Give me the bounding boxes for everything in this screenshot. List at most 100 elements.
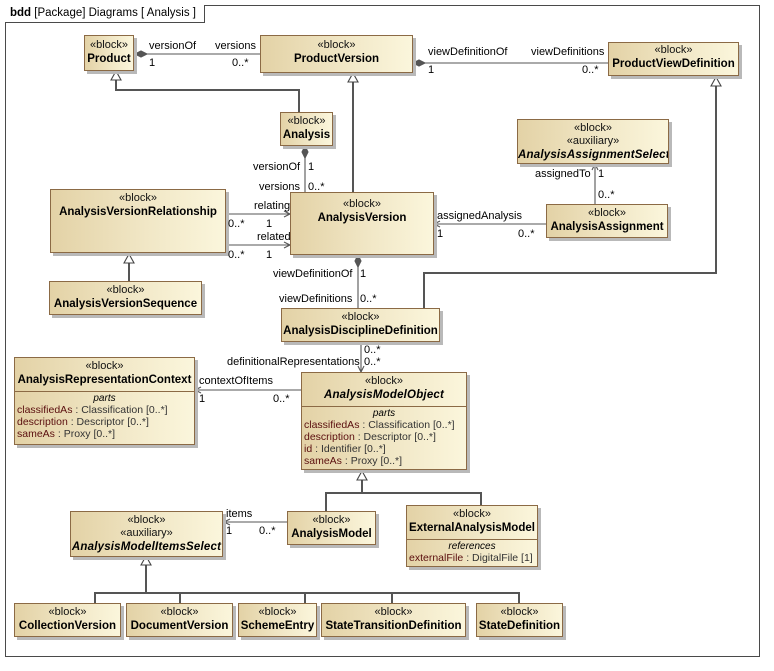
multiplicity-label: 0..* [364, 356, 381, 368]
multiplicity-label: 1 [226, 525, 233, 537]
stereotype-label: «block» [343, 198, 381, 210]
property-type: : Proxy [0..*] [54, 428, 116, 440]
multiplicity-label: 0..* [518, 228, 535, 240]
block-name: AnalysisAssignment [550, 221, 664, 233]
nav-arrow-icon [432, 220, 441, 228]
property-name: classifiedAs [304, 419, 360, 431]
block-name: AnalysisModel [291, 528, 372, 540]
property-name: description [17, 416, 68, 428]
role-label: viewDefinitions [531, 46, 605, 58]
property-row: sameAs : Proxy [0..*] [302, 455, 466, 467]
compartment-title: parts [372, 408, 396, 419]
multiplicity-label: 0..* [364, 344, 381, 356]
block-state-definition[interactable]: «block» StateDefinition [476, 603, 563, 637]
nav-arrow-icon [193, 386, 202, 394]
stereotype-label: «block» [287, 115, 326, 127]
block-analysis-version[interactable]: «block» AnalysisVersion [290, 192, 434, 255]
block-product-version[interactable]: «block» ProductVersion [260, 35, 413, 73]
block-analysis-model[interactable]: «block» AnalysisModel [287, 511, 376, 545]
block-analysis-version-relationship[interactable]: «block» AnalysisVersionRelationship [50, 189, 226, 253]
block-name: Analysis [282, 129, 331, 141]
block-analysis-assignment-select[interactable]: «block» «auxiliary» AnalysisAssignmentSe… [517, 119, 669, 164]
block-analysis-discipline-definition[interactable]: «block» AnalysisDisciplineDefinition [281, 308, 440, 342]
diagram-kind: bdd [10, 7, 32, 19]
multiplicity-label: 1 [266, 249, 273, 261]
block-analysis-model-items-select[interactable]: «block» «auxiliary» AnalysisModelItemsSe… [70, 511, 223, 557]
property-row: id : Identifier [0..*] [302, 443, 466, 455]
references-compartment: references externalFile : DigitalFile [1… [407, 539, 537, 564]
block-name: StateTransitionDefinition [325, 620, 462, 632]
block-name: Product [87, 53, 131, 65]
property-type: : Classification [0..*] [359, 419, 455, 431]
role-label: relating [254, 200, 291, 212]
stereotype-label: «block» [588, 207, 626, 219]
property-name: description [304, 431, 355, 443]
stereotype-label: «block» [127, 514, 166, 526]
stereotype-label: «block» [106, 284, 145, 296]
property-row: description : Descriptor [0..*] [15, 416, 194, 428]
block-analysis-assignment[interactable]: «block» AnalysisAssignment [546, 204, 668, 238]
multiplicity-label: 1 [199, 393, 206, 405]
role-label: versionOf [149, 40, 197, 52]
block-name: DocumentVersion [130, 620, 229, 632]
nav-arrow-icon [591, 162, 599, 171]
generalization-analysis-product[interactable] [115, 73, 300, 112]
generalization-add-pvd[interactable] [423, 80, 717, 308]
block-name: CollectionVersion [18, 620, 117, 632]
stereotype-label: «block» [654, 44, 693, 56]
block-document-version[interactable]: «block» DocumentVersion [126, 603, 233, 637]
block-product[interactable]: «block» Product [84, 35, 134, 71]
property-name: classifiedAs [17, 404, 73, 416]
property-row: sameAs : Proxy [0..*] [15, 428, 194, 440]
multiplicity-label: 1 [437, 228, 444, 240]
property-type: : DigitalFile [1] [463, 552, 533, 564]
role-label: viewDefinitionOf [273, 268, 353, 280]
block-analysis-model-object[interactable]: «block» AnalysisModelObject parts classi… [301, 372, 467, 470]
stereotype-label: «auxiliary» [120, 527, 173, 539]
diagram-frame [5, 5, 760, 657]
multiplicity-label: 1 [428, 64, 435, 76]
composite-diamond-icon [411, 59, 427, 67]
block-name: AnalysisDisciplineDefinition [283, 325, 438, 337]
property-type: : Identifier [0..*] [312, 443, 386, 455]
block-scheme-entry[interactable]: «block» SchemeEntry [238, 603, 317, 637]
stereotype-label: «block» [90, 39, 128, 51]
block-name: ProductViewDefinition [612, 58, 735, 70]
generalization-arrow-icon [356, 469, 368, 481]
diagram-title: [Package] Diagrams [ Analysis ] [34, 7, 196, 19]
generalization-arrow-icon [110, 69, 122, 81]
role-label: assignedTo [535, 168, 591, 180]
block-name: ProductVersion [294, 53, 379, 65]
role-label: contextOfItems [199, 375, 273, 387]
block-external-analysis-model[interactable]: «block» ExternalAnalysisModel references… [406, 505, 538, 567]
stereotype-label: «block» [48, 606, 87, 618]
block-name: AnalysisModelItemsSelect [71, 541, 222, 553]
property-name: sameAs [304, 455, 342, 467]
generalization-arrow-icon [710, 75, 722, 87]
stereotype-label: «block» [317, 39, 356, 51]
block-analysis[interactable]: «block» Analysis [280, 112, 333, 146]
multiplicity-label: 0..* [232, 57, 249, 69]
block-state-transition-definition[interactable]: «block» StateTransitionDefinition [321, 603, 466, 637]
stereotype-label: «auxiliary» [566, 135, 620, 147]
property-name: sameAs [17, 428, 55, 440]
multiplicity-label: 1 [149, 57, 156, 69]
composite-diamond-icon [133, 50, 149, 58]
block-name: ExternalAnalysisModel [409, 522, 535, 534]
block-analysis-version-sequence[interactable]: «block» AnalysisVersionSequence [49, 281, 202, 315]
block-collection-version[interactable]: «block» CollectionVersion [14, 603, 121, 637]
property-name: id [304, 443, 313, 455]
block-name: StateDefinition [478, 620, 561, 632]
generalization-tree-amis[interactable] [94, 559, 520, 603]
block-product-view-definition[interactable]: «block» ProductViewDefinition [608, 42, 739, 76]
block-name: AnalysisModelObject [323, 389, 445, 401]
block-name: AnalysisAssignmentSelect [518, 149, 669, 161]
block-name: AnalysisVersion [317, 212, 407, 224]
stereotype-label: «block» [341, 311, 380, 323]
stereotype-label: «block» [374, 606, 413, 618]
property-name: externalFile [409, 552, 464, 564]
role-label: items [226, 508, 253, 520]
stereotype-label: «block» [312, 514, 351, 526]
block-analysis-representation-context[interactable]: «block» AnalysisRepresentationContext pa… [14, 357, 195, 445]
property-row: externalFile : DigitalFile [1] [407, 552, 537, 564]
